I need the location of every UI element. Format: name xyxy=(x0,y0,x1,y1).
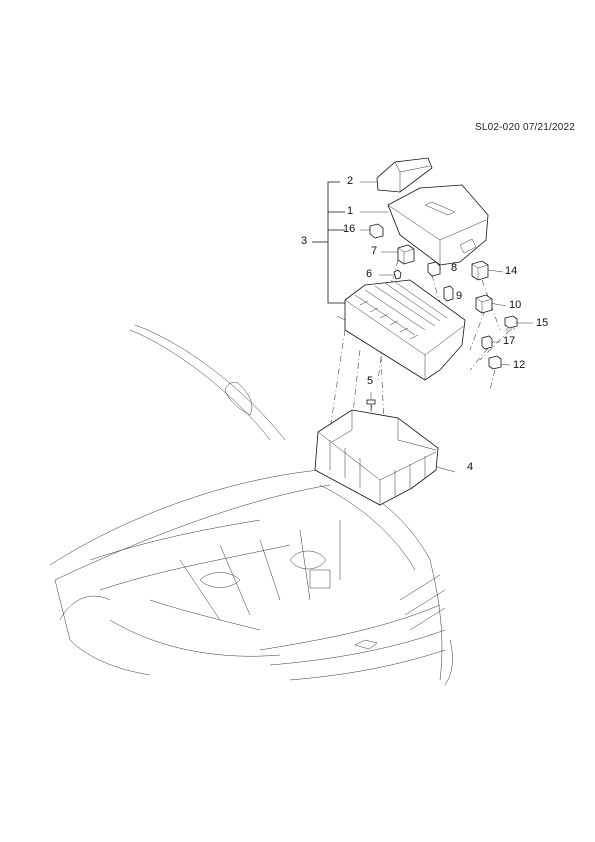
part-10-relay xyxy=(475,294,493,314)
part-6-pin xyxy=(393,269,402,280)
callout-12: 12 xyxy=(513,359,526,371)
part-9-fuse xyxy=(443,285,454,302)
part-1-cover xyxy=(387,184,489,266)
part-15-relay xyxy=(504,315,518,331)
part-4-tray xyxy=(314,409,439,506)
vehicle-outline xyxy=(49,324,453,686)
group-bracket-3 xyxy=(312,181,345,304)
callout-1: 1 xyxy=(347,205,354,217)
callout-8: 8 xyxy=(451,262,458,274)
fuse-block-upper xyxy=(336,279,466,381)
callout-15: 15 xyxy=(536,317,549,329)
part-8-relay xyxy=(427,261,441,277)
callout-9: 9 xyxy=(456,290,463,302)
callout-16: 16 xyxy=(343,223,356,235)
drawing-reference: SL02-020 07/21/2022 xyxy=(475,122,575,133)
part-12-relay xyxy=(488,355,502,370)
callout-14: 14 xyxy=(505,265,518,277)
callout-5: 5 xyxy=(367,375,374,387)
callout-4: 4 xyxy=(467,461,474,473)
callout-10: 10 xyxy=(509,299,522,311)
callout-7: 7 xyxy=(371,245,378,257)
callout-17: 17 xyxy=(503,335,516,347)
part-5-screw xyxy=(366,399,376,412)
part-14-relay xyxy=(471,260,489,281)
part-7-relay xyxy=(397,244,415,265)
part-16-relay xyxy=(369,223,384,239)
callout-3: 3 xyxy=(301,235,308,247)
part-17-fuse xyxy=(481,335,493,350)
part-2-small-cover xyxy=(376,157,433,193)
callout-6: 6 xyxy=(366,268,373,280)
callout-2: 2 xyxy=(347,175,354,187)
